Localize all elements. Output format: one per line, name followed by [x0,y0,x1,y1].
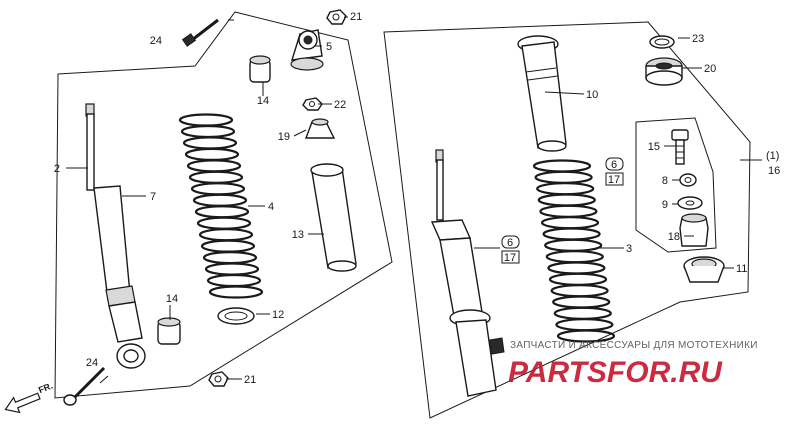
dust-cover [310,163,357,272]
spring-coil-turn [194,205,250,219]
spring-coil-turn [545,250,604,264]
cap-subassembly-frame [635,117,717,253]
callout-9: 9 [662,199,668,211]
front-coil-spring [532,159,616,343]
callouts: 24 21 5 14 22 19 2 7 4 13 14 12 24 21 10… [54,11,780,386]
callout-7: 7 [150,191,156,203]
collar-bottom [157,317,181,345]
watermark: ЗАПЧАСТИ И АКСЕССУАРЫ ДЛЯ МОТОТЕХНИКИ PA… [508,340,758,389]
spring-coil-turn [537,193,596,207]
spring-coil-turn [544,238,603,252]
callout-19: 19 [278,131,290,143]
callout-11: 11 [736,263,747,275]
nut-bottom [208,371,229,387]
callout-24-top: 24 [150,35,162,47]
upper-mount [290,29,324,71]
callout-1: (1) [766,150,779,162]
callout-pair-6-17-strut: 6 17 [501,235,520,264]
spring-coil-turn [532,159,592,173]
adjuster-bolt [671,129,689,165]
spring-coil-turn [184,147,240,161]
rear-shock-absorber [85,103,146,369]
spring-coil-turn [539,204,598,218]
spring-coil-turn [200,239,256,253]
spring-coil-turn [555,318,614,332]
callout-8: 8 [662,175,668,187]
spring-coil-turn [548,272,608,286]
callout-21-top: 21 [350,11,362,23]
nut-22 [302,97,323,111]
svg-text:6: 6 [611,159,617,171]
callout-pair-6-17-cap: 6 17 [605,157,624,186]
callout-16: 16 [768,165,780,177]
callout-14-top: 14 [257,95,269,107]
callout-23: 23 [692,33,704,45]
front-strut [430,149,505,397]
callout-5: 5 [326,41,332,53]
callout-10: 10 [586,89,598,101]
spring-coil-turn [178,113,234,127]
callout-4: 4 [268,201,274,213]
callout-18: 18 [668,231,680,243]
callout-14-bottom: 14 [166,293,178,305]
callout-21-bottom: 21 [244,374,256,386]
spring-coil-turn [540,216,600,230]
callout-22: 22 [334,99,346,111]
spring-coil-turn [552,295,611,309]
callout-12: 12 [272,309,284,321]
upper-spring-seat [683,256,725,283]
spring-coil-turn [188,170,244,184]
callout-13: 13 [292,229,304,241]
spring-coil-turn [550,284,609,298]
spring-coil-turn [547,261,606,275]
callout-20: 20 [704,63,716,75]
rear-coil-spring [178,113,264,299]
top-cap [645,57,683,86]
bolt-top [181,18,219,47]
spring-coil-turn [180,124,236,139]
callout-2: 2 [54,163,60,175]
leader-lines [66,16,762,384]
front-assembly-frame [383,21,751,419]
spring-coil-turn [182,136,238,150]
bolt-bottom [63,366,106,406]
nut-8 [679,173,697,187]
spring-coil-turn [186,159,242,173]
spring-coil-turn [553,306,612,320]
watermark-tagline: ЗАПЧАСТИ И АКСЕССУАРЫ ДЛЯ МОТОТЕХНИКИ [510,340,758,351]
nut-top [326,9,347,25]
watermark-brand: PARTSFOR.RU [508,356,723,389]
spring-seat [217,307,255,325]
rubber-bushing [679,213,709,247]
spring-coil-turn [190,182,246,196]
spring-coil-turn [196,216,252,230]
callout-15: 15 [648,141,660,153]
spring-coil-turn [208,285,264,299]
retaining-ring [649,35,675,49]
arrow-left-icon [4,392,41,414]
spring-coil-turn [556,329,616,343]
callout-24-bottom: 24 [86,357,98,369]
svg-text:17: 17 [608,174,620,186]
bump-stop [304,118,336,139]
callout-3: 3 [626,243,632,255]
front-direction-indicator: FR. [4,381,54,414]
spring-coil-turn [536,182,595,196]
spring-coil-turn [202,251,258,265]
spring-coil-turn [206,273,262,288]
spring-coil-turn [534,170,593,184]
collar-top [249,55,271,83]
washer [677,196,703,210]
spring-coil-turn [204,262,260,276]
svg-text:17: 17 [504,252,516,264]
front-dust-boot [517,35,567,152]
svg-text:FR.: FR. [37,381,54,396]
svg-text:6: 6 [507,237,513,249]
spring-coil-turn [542,227,601,241]
spring-coil-turn [198,228,254,242]
spring-coil-turn [192,193,248,207]
